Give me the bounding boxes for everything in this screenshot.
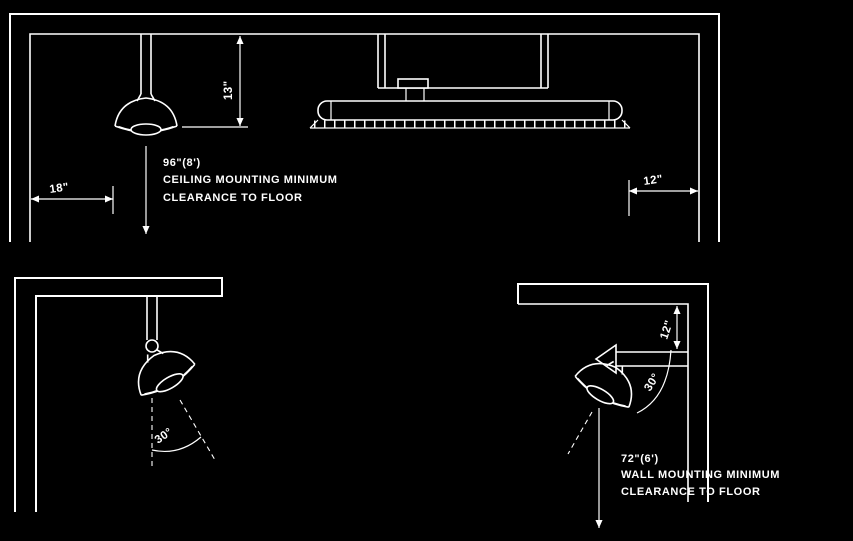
housing-outline [377, 34, 549, 89]
swivel-heater [124, 296, 201, 404]
ceiling-swivel-diagram: 30° [14, 277, 223, 512]
ceiling-inner-outline [29, 33, 700, 242]
swivel-stem [146, 296, 158, 340]
wall-bracket-heater [569, 343, 688, 416]
right-clearance-dimension: 12" [628, 173, 698, 216]
wall-tilt-angle-label: 30° [642, 371, 662, 393]
dim-left-clearance-label: 18" [49, 181, 70, 196]
dim-recess-depth-label: 13" [223, 81, 235, 100]
wall-outer-outline [517, 283, 709, 502]
angle-arc [151, 436, 202, 453]
ceiling-mount-diagram: 13" 18" 12" 96"(8') [9, 13, 720, 242]
bracket-arm [616, 351, 688, 367]
ceiling-mounting-note-line3: CLEARANCE TO FLOOR [163, 192, 303, 204]
swivel-dome [124, 335, 201, 404]
swivel-joint [145, 339, 159, 353]
wall-inner-outline [518, 303, 689, 502]
pendant-dome [114, 93, 178, 136]
wall-offset-dimension: 12" [658, 306, 681, 349]
left-clearance-dimension: 18" [31, 181, 114, 214]
tilt-angle-annotation: 30° [151, 398, 216, 466]
bracket-arm-tip [594, 343, 617, 375]
ceiling-outer-outline [9, 13, 720, 242]
pendant-stem [140, 34, 152, 94]
wall-mounting-note-line2: WALL MOUNTING MINIMUM [621, 469, 780, 481]
wall-mounting-note-line3: CLEARANCE TO FLOOR [621, 486, 761, 498]
heater-tube [317, 100, 623, 121]
ceiling-mounting-note-line2: CEILING MOUNTING MINIMUM [163, 174, 338, 186]
dim-right-clearance-label: 12" [643, 173, 664, 188]
recessed-housing [377, 34, 549, 101]
tube-end-caps [330, 101, 610, 120]
wall-mount-diagram: 12" 30° 72"(6') WALL MOUNTING MINIMUM CL… [517, 283, 780, 528]
recess-depth-dimension: 13" [182, 36, 248, 128]
corner-wall-outline [14, 277, 223, 512]
housing-bracket-tab [397, 78, 429, 89]
wall-mounting-note-line1: 72"(6') [621, 453, 659, 465]
axis-reference-line [179, 399, 216, 461]
angle-arc [636, 349, 672, 414]
ceiling-mounting-note-line1: 96"(8') [163, 157, 201, 169]
linear-heater [309, 100, 631, 129]
axis-reference-line [567, 411, 593, 455]
reflector-flange [309, 119, 631, 129]
wall-offset-label: 12" [658, 319, 675, 341]
ceiling-mounting-note: 96"(8') CEILING MOUNTING MINIMUM CLEARAN… [163, 157, 338, 204]
pendant-heater [114, 34, 178, 234]
tilt-angle-label: 30° [153, 426, 175, 446]
wall-mounting-note: 72"(6') WALL MOUNTING MINIMUM CLEARANCE … [621, 453, 780, 498]
housing-hanger [405, 88, 425, 101]
